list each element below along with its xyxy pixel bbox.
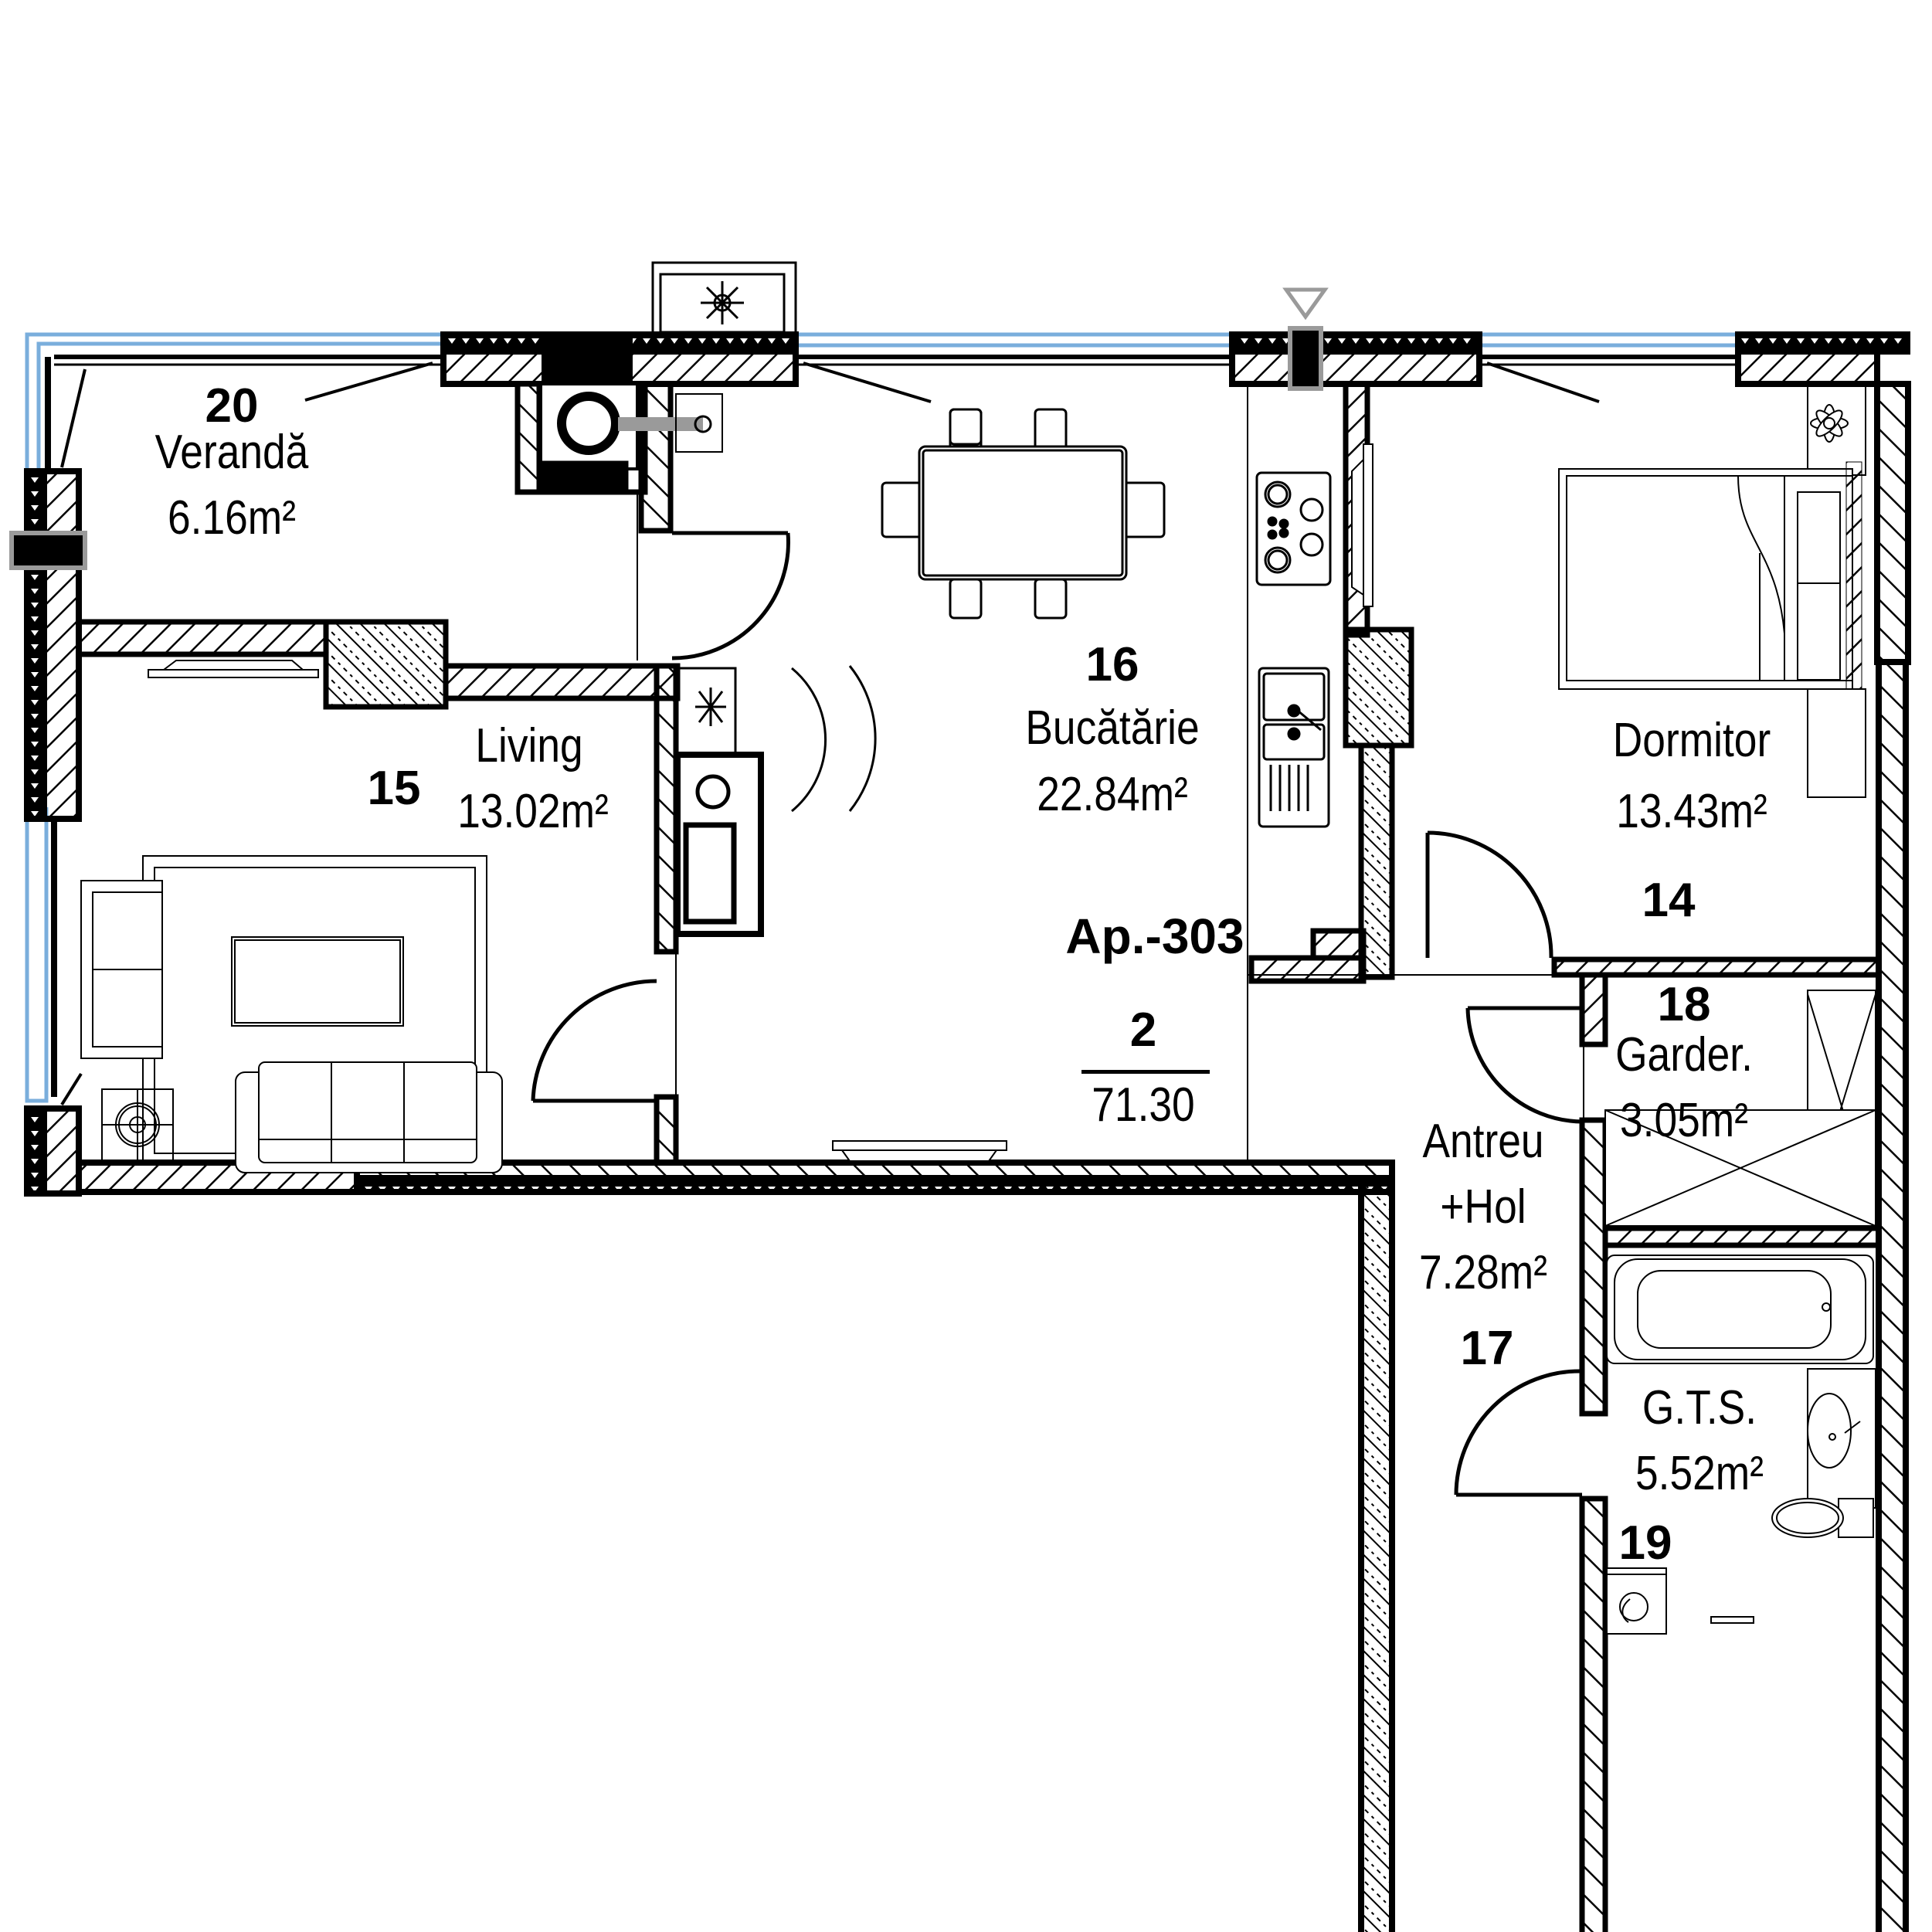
wardrobe-icon (1351, 443, 1876, 1227)
towel-rail-icon (1710, 1616, 1754, 1624)
radiator-icon (832, 1140, 1007, 1162)
window-frames (45, 355, 1738, 1106)
coffee-table-icon (231, 936, 404, 1027)
cooktop-icon (1255, 471, 1332, 586)
room-number-kitchen: 16 (1085, 638, 1139, 691)
room-name-veranda: Verandă (154, 426, 309, 479)
room-name-living: Living (475, 719, 583, 772)
oven-icon (674, 752, 764, 937)
room-area-bedroom: 13.43m² (1616, 785, 1767, 838)
armchair-icon (80, 880, 163, 1059)
sofa-icon (235, 1061, 503, 1173)
tv-icon (148, 660, 319, 678)
doors (531, 531, 1583, 1497)
dining-table-icon (881, 408, 1166, 620)
washbasin-icon (1807, 1368, 1876, 1509)
room-name-hall-line1: Antreu (1422, 1115, 1544, 1168)
room-number-hall: 17 (1460, 1322, 1514, 1375)
room-number-bathroom: 19 (1618, 1516, 1672, 1570)
room-name-bedroom: Dormitor (1612, 714, 1771, 767)
room-area-kitchen: 22.84m² (1037, 768, 1188, 821)
ventilation-duct-icon (9, 287, 1329, 570)
room-area-veranda: 6.16m² (168, 491, 296, 545)
room-name-bathroom: G.T.S. (1642, 1381, 1757, 1435)
gas-valve-icon (618, 393, 723, 453)
interior-walls (76, 381, 1882, 1932)
fraction-divider (1081, 1070, 1210, 1074)
room-number-wardrobe: 18 (1657, 978, 1711, 1031)
room-area-bathroom: 5.52m² (1635, 1447, 1764, 1500)
plant-icon (1807, 385, 1866, 476)
room-area-hall: 7.28m² (1419, 1246, 1547, 1299)
room-number-living: 15 (367, 762, 421, 815)
room-name-hall-line2: +Hol (1440, 1180, 1526, 1234)
kitchen-sink-icon (1258, 667, 1330, 828)
glazing (25, 332, 1738, 1103)
room-name-kitchen: Bucătărie (1025, 701, 1200, 755)
room-area-wardrobe: 3.05m² (1620, 1094, 1748, 1147)
toilet-icon (1771, 1498, 1874, 1538)
room-area-living: 13.02m² (457, 785, 609, 838)
room-name-wardrobe: Garder. (1615, 1028, 1753, 1081)
room-number-veranda: 20 (205, 379, 259, 433)
boiler-icon (557, 392, 620, 455)
apartment-total-area: 71.30 (1092, 1078, 1195, 1132)
washing-machine-icon (1606, 1567, 1667, 1635)
apartment-label: Ap.-303 (1065, 908, 1244, 964)
bathtub-icon (1606, 1255, 1874, 1364)
fridge-icon (676, 667, 737, 755)
double-bed-icon (1558, 461, 1866, 798)
air-conditioner-icon (651, 261, 797, 336)
apartment-rooms-count: 2 (1129, 1003, 1157, 1057)
floor-lamp-icon (101, 1088, 174, 1161)
room-number-bedroom: 14 (1642, 874, 1696, 927)
